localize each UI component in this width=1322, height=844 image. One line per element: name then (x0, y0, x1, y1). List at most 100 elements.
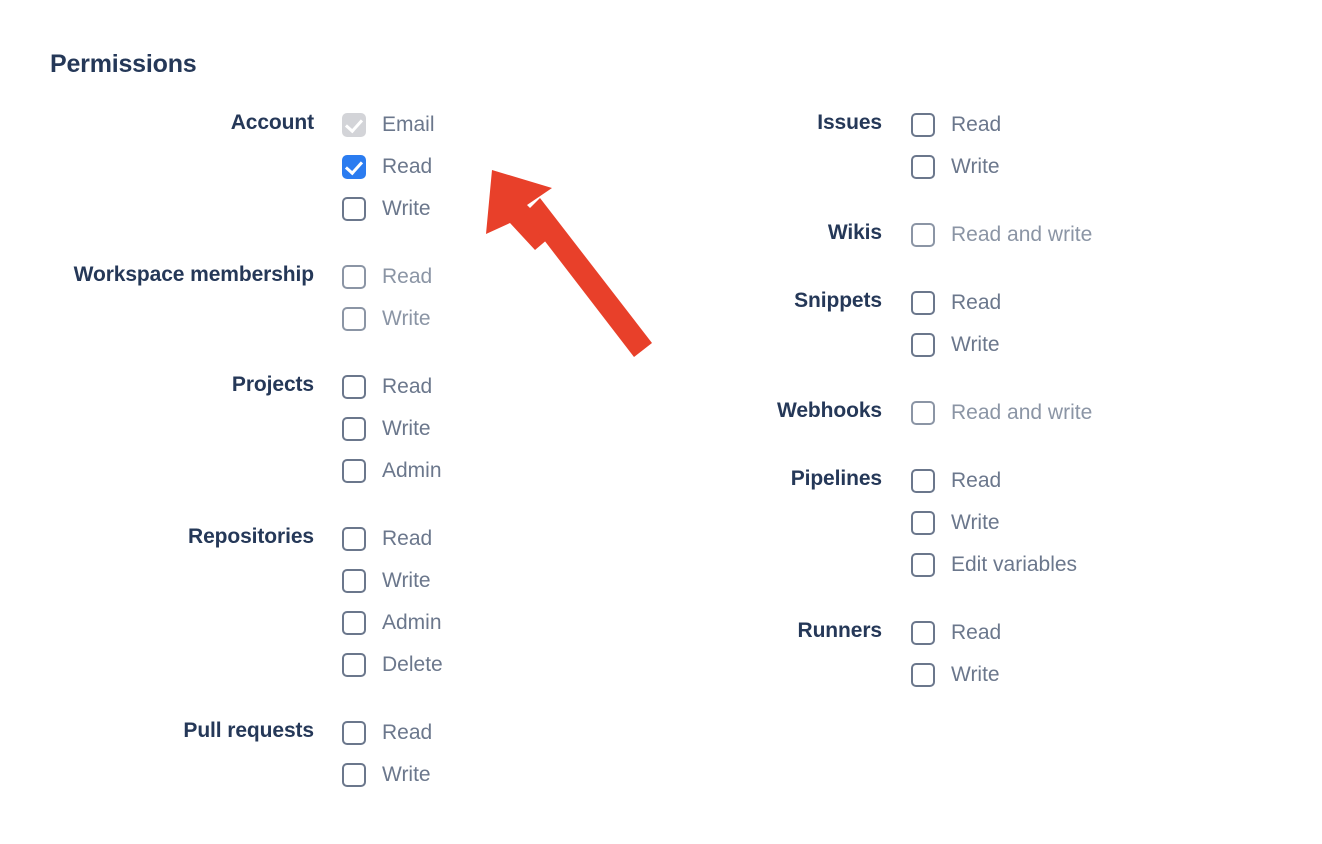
permission-row[interactable]: Write (911, 654, 1270, 696)
checkbox-read[interactable] (342, 375, 366, 399)
checkbox-label[interactable]: Read (951, 291, 1002, 314)
permission-group-label: Account (230, 111, 314, 134)
checkbox-label[interactable]: Read (382, 155, 433, 178)
checkbox-label[interactable]: Write (951, 333, 1000, 356)
checkbox-write[interactable] (342, 763, 366, 787)
checkbox-label[interactable]: Read (951, 621, 1002, 644)
checkbox-write[interactable] (342, 417, 366, 441)
permission-group-label: Pipelines (790, 467, 882, 490)
checkbox-label[interactable]: Read (382, 527, 433, 550)
permission-row[interactable]: Write (342, 560, 700, 602)
checkbox-read[interactable] (342, 155, 366, 179)
checkbox-read-and-write[interactable] (911, 401, 935, 425)
checkbox-label[interactable]: Write (382, 417, 431, 440)
checkbox-delete[interactable] (342, 653, 366, 677)
permission-group-label: Pull requests (183, 719, 314, 742)
checkbox-label[interactable]: Delete (382, 653, 443, 676)
permission-group-label: Runners (797, 619, 883, 642)
permission-row[interactable]: Read (911, 104, 1270, 146)
permission-group-label: Webhooks (777, 399, 882, 422)
checkbox-label[interactable]: Email (382, 113, 435, 136)
checkbox-write[interactable] (342, 569, 366, 593)
checkbox-label[interactable]: Read and write (951, 401, 1093, 424)
permission-row[interactable]: Read (911, 612, 1270, 654)
permission-row[interactable]: Write (911, 502, 1270, 544)
checkbox-admin[interactable] (342, 611, 366, 635)
permission-row[interactable]: Read (342, 366, 700, 408)
checkbox-read[interactable] (911, 113, 935, 137)
permission-row[interactable]: Read (342, 256, 700, 298)
permission-row[interactable]: Write (342, 188, 700, 230)
checkbox-label[interactable]: Write (951, 663, 1000, 686)
permission-row[interactable]: Write (911, 324, 1270, 366)
checkbox-label[interactable]: Write (951, 511, 1000, 534)
checkbox-label[interactable]: Write (382, 569, 431, 592)
checkbox-read[interactable] (342, 527, 366, 551)
checkbox-admin[interactable] (342, 459, 366, 483)
permission-row[interactable]: Edit variables (911, 544, 1270, 586)
checkbox-label[interactable]: Write (382, 307, 431, 330)
checkbox-read[interactable] (911, 621, 935, 645)
checkbox-label[interactable]: Read (951, 113, 1002, 136)
checkbox-label[interactable]: Edit variables (951, 553, 1078, 576)
permission-row[interactable]: Read (342, 712, 700, 754)
permission-row[interactable]: Email (342, 104, 700, 146)
checkbox-write[interactable] (911, 333, 935, 357)
checkbox-read[interactable] (342, 721, 366, 745)
permission-row[interactable]: Read (911, 460, 1270, 502)
checkbox-write[interactable] (911, 511, 935, 535)
checkbox-read[interactable] (911, 291, 935, 315)
checkbox-read[interactable] (911, 469, 935, 493)
permission-group-label: Issues (817, 111, 882, 134)
permission-row[interactable]: Admin (342, 602, 700, 644)
checkbox-read-and-write[interactable] (911, 223, 935, 247)
checkbox-write[interactable] (342, 197, 366, 221)
permission-group-label: Repositories (188, 525, 314, 548)
permission-row[interactable]: Read (342, 146, 700, 188)
checkbox-label[interactable]: Admin (382, 459, 442, 482)
permission-options: Read and write (911, 392, 1270, 434)
checkbox-write[interactable] (911, 155, 935, 179)
checkbox-label[interactable]: Write (382, 197, 431, 220)
checkbox-write[interactable] (911, 663, 935, 687)
checkbox-label[interactable]: Read (382, 375, 433, 398)
permission-row[interactable]: Admin (342, 450, 700, 492)
permission-row[interactable]: Write (342, 754, 700, 796)
permission-row[interactable]: Delete (342, 644, 700, 686)
permission-options: Read and write (911, 214, 1270, 256)
permission-row[interactable]: Read (911, 282, 1270, 324)
permission-row[interactable]: Read and write (911, 214, 1270, 256)
checkbox-email (342, 113, 366, 137)
checkbox-write[interactable] (342, 307, 366, 331)
checkbox-label[interactable]: Read and write (951, 223, 1093, 246)
checkbox-label[interactable]: Read (382, 721, 433, 744)
permission-row[interactable]: Write (342, 408, 700, 450)
permission-row[interactable]: Read (342, 518, 700, 560)
permission-row[interactable]: Write (911, 146, 1270, 188)
permission-row[interactable]: Write (342, 298, 700, 340)
checkbox-label[interactable]: Write (951, 155, 1000, 178)
permission-group: Webhooks Read and write (570, 392, 1270, 434)
checkbox-label[interactable]: Write (382, 763, 431, 786)
checkbox-label[interactable]: Read (951, 469, 1002, 492)
checkbox-label[interactable]: Admin (382, 611, 442, 634)
permission-group-label: Projects (231, 373, 314, 396)
permission-group-label: Wikis (827, 221, 882, 244)
checkbox-read[interactable] (342, 265, 366, 289)
permission-group-label: Workspace membership (73, 263, 314, 286)
permission-group: Wikis Read and write (570, 214, 1270, 256)
checkbox-label[interactable]: Read (382, 265, 433, 288)
permission-row[interactable]: Read and write (911, 392, 1270, 434)
checkbox-edit-variables[interactable] (911, 553, 935, 577)
